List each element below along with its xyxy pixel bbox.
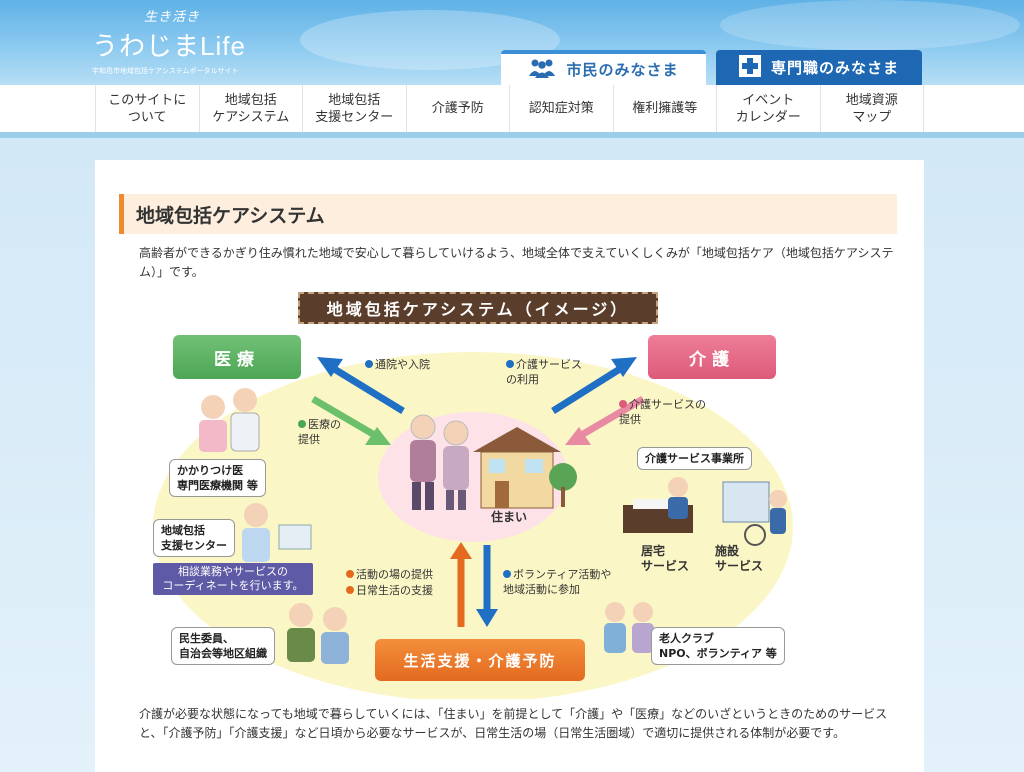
elder-club-head (633, 602, 653, 622)
elder-woman-leg (446, 490, 454, 510)
arrow-to-kaigo (551, 364, 625, 414)
label-tsuin: 通院や入院 (365, 357, 430, 372)
nav-item-dementia[interactable]: 認知症対策 (509, 85, 613, 132)
label-sumai: 住まい (491, 510, 528, 524)
nav-item-resource-map[interactable]: 地域資源 マップ (819, 85, 924, 132)
label-shisetsu: 施設 サービス (715, 544, 764, 573)
elder-club-head (605, 602, 625, 622)
doctor-head (233, 388, 257, 412)
elder-man-body (410, 440, 436, 482)
member-head (289, 603, 313, 627)
arrow-head (450, 542, 472, 559)
house-window (489, 459, 505, 473)
medical-cross-icon (738, 54, 761, 81)
intro-paragraph: 高齢者ができるかぎり住み慣れた地域で安心して暮らしていけるよう、地域全体で支えて… (139, 246, 894, 279)
logo-tagline: 宇和島市地域包括ケアシステムポータルサイト (92, 67, 239, 75)
label-iryo-teikyo: 医療の 提供 (298, 418, 341, 446)
tab-professionals[interactable]: 専門職のみなさま (716, 50, 922, 85)
elder-woman-body (443, 446, 469, 490)
label-kaigo-riyo: 介護サービス の利用 (506, 358, 582, 386)
tab-citizens[interactable]: 市民のみなさま (501, 50, 706, 85)
main-content: 地域包括ケアシステム 高齢者ができるかぎり住み慣れた地域で安心して暮らしていける… (95, 160, 924, 772)
logo-top-text: 生き活き (144, 10, 201, 25)
page-title: 地域包括ケアシステム (119, 194, 897, 234)
caregiver-head (668, 477, 688, 497)
arrow-from-kaigo (576, 395, 645, 441)
arrow-from-iryo (311, 395, 380, 441)
elder-woman-leg (458, 490, 466, 510)
arrow-head (565, 427, 591, 445)
house-door (495, 481, 509, 508)
logo-main-text: うわじまLife (92, 31, 246, 61)
nav-item-about[interactable]: このサイトに ついて (95, 85, 199, 132)
house-window (525, 459, 543, 473)
caregiver-body (668, 497, 688, 519)
elder-man-leg (412, 482, 421, 510)
tab-citizens-label: 市民のみなさま (566, 61, 679, 79)
purple-note: 相談業務やサービスの コーディネートを行います。 (153, 563, 313, 595)
elder-club-body (632, 623, 654, 653)
member-head (323, 607, 347, 631)
tree-trunk (561, 487, 565, 507)
arrow-head (317, 357, 343, 377)
outro-paragraph: 介護が必要な状態になっても地域で暮らしていくには、「住まい」を前提として「介護」… (139, 707, 888, 740)
bed-sheet (633, 499, 673, 509)
arrow-head (476, 609, 498, 627)
tree (549, 463, 577, 491)
elder-man-leg (425, 482, 434, 510)
label-katsudo: 活動の場の提供 (346, 567, 433, 582)
seikatsu-box: 生活支援・介護予防 (375, 639, 585, 681)
people-icon (528, 58, 556, 82)
nav-item-prevention[interactable]: 介護予防 (405, 85, 510, 132)
label-kaigo-teikyo: 介護サービスの 提供 (619, 398, 706, 426)
kaigo-box: 介護 (648, 335, 776, 379)
facility-staff-head (769, 490, 787, 508)
elder-man-head (410, 414, 436, 440)
staff-head (244, 503, 268, 527)
nav-item-rights[interactable]: 権利擁護等 (612, 85, 717, 132)
label-nichijo: 日常生活の支援 (346, 583, 433, 598)
label-volunteer: ボランティア活動や 地域活動に参加 (503, 568, 612, 596)
nav-item-care-system[interactable]: 地域包括 ケアシステム (198, 85, 303, 132)
staff-body (242, 528, 270, 562)
iryo-box: 医療 (173, 335, 301, 379)
wheelchair-wheel (744, 524, 766, 546)
center-building (278, 524, 312, 550)
card-roujin: 老人クラブ NPO、ボランティア 等 (651, 627, 785, 665)
arrow-head (365, 427, 391, 445)
nurse-body (199, 420, 227, 452)
arrow-to-iryo (329, 364, 405, 414)
member-body (321, 632, 349, 664)
elder-club-body (604, 623, 626, 653)
member-body (287, 628, 315, 662)
elder-woman-head (443, 420, 469, 446)
card-kakaritsuke: かかりつけ医 専門医療機関 等 (169, 459, 266, 497)
nav-item-events[interactable]: イベント カレンダー (716, 85, 820, 132)
header-cloud (720, 0, 1020, 50)
card-houkatsu-center: 地域包括 支援センター (153, 519, 235, 557)
care-system-diagram: 地域包括ケアシステム（イメージ） 医療 介護 生活支援・介護予防 通院や入院 医… (153, 287, 793, 699)
house-roof (473, 427, 561, 452)
arrow-head (611, 357, 637, 377)
diagram-graphics (153, 352, 793, 699)
main-nav: このサイトに ついて 地域包括 ケアシステム 地域包括 支援センター 介護予防 … (0, 85, 1024, 138)
nav-item-support-center[interactable]: 地域包括 支援センター (302, 85, 406, 132)
card-jigyousho: 介護サービス事業所 (637, 447, 752, 470)
site-logo[interactable]: 生き活き うわじまLife 宇和島市地域包括ケアシステムポータルサイト (92, 6, 272, 80)
site-header: 生き活き うわじまLife 宇和島市地域包括ケアシステムポータルサイト 市民のみ… (0, 0, 1024, 85)
diagram-title: 地域包括ケアシステム（イメージ） (298, 292, 658, 324)
card-minsei: 民生委員、 自治会等地区組織 (171, 627, 275, 665)
facility-building (722, 481, 770, 523)
facility-staff-body (770, 508, 786, 534)
nurse-head (201, 395, 225, 419)
tab-professionals-label: 専門職のみなさま (770, 59, 899, 77)
label-kyotaku: 居宅 サービス (641, 544, 690, 573)
doctor-body (230, 412, 260, 452)
